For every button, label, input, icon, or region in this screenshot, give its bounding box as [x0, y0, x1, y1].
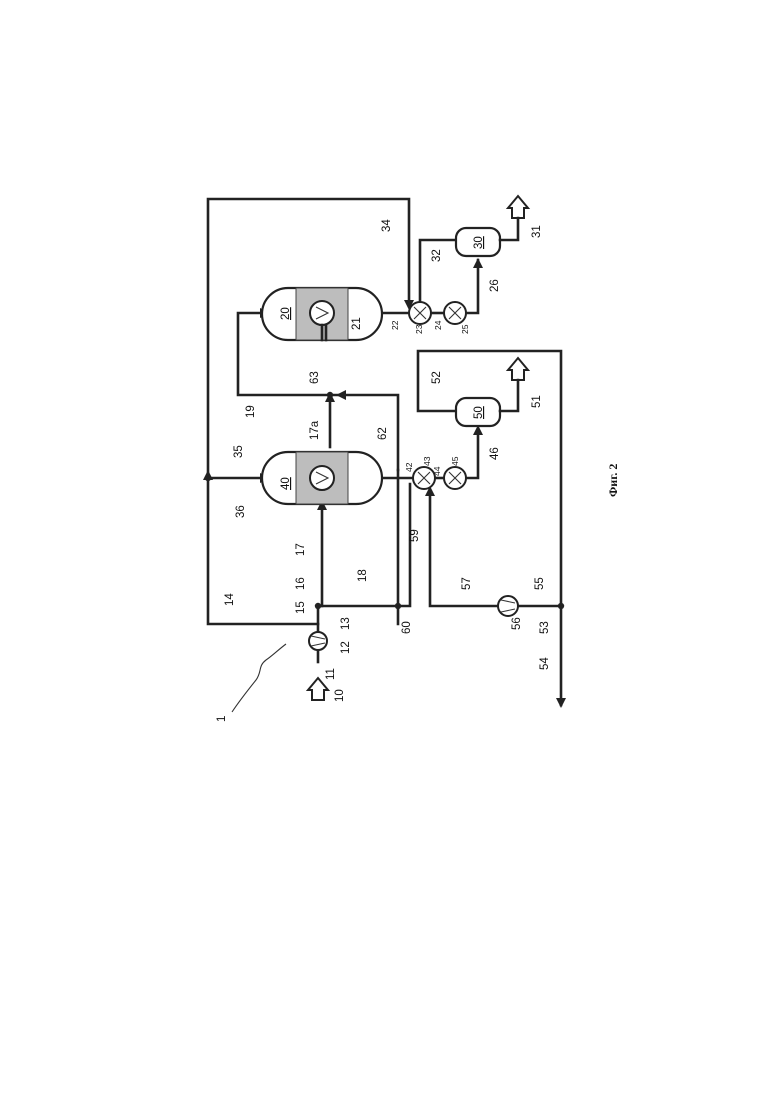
junction-15 — [315, 603, 321, 609]
line-14-34 — [208, 199, 409, 624]
line-51 — [500, 380, 518, 411]
label-31: 31 — [531, 225, 543, 238]
label-19: 19 — [245, 405, 257, 418]
separator-50-label: 50 — [473, 406, 485, 419]
label-45: 45 — [450, 456, 460, 466]
label-56: 56 — [511, 617, 523, 630]
product-outlet-arrow-31 — [508, 196, 528, 218]
label-24: 24 — [433, 320, 443, 330]
line-18 — [318, 606, 398, 624]
coil-icon — [310, 466, 334, 490]
feed-inlet-arrow-10 — [308, 678, 328, 700]
label-17: 17 — [295, 543, 307, 556]
label-52: 52 — [431, 371, 443, 384]
label-51: 51 — [531, 395, 543, 408]
reference-1-leader — [232, 644, 286, 712]
label-16: 16 — [295, 577, 307, 590]
label-44: 44 — [432, 466, 442, 476]
label-23: 23 — [414, 324, 424, 334]
label-57: 57 — [461, 577, 473, 590]
label-59: 59 — [409, 529, 421, 542]
product-outlet-arrow-51 — [508, 358, 528, 380]
junction-60 — [395, 603, 401, 609]
label-25: 25 — [460, 324, 470, 334]
heat-exchanger-25 — [444, 302, 466, 324]
system-ref-label: 1 — [216, 716, 228, 722]
label-32: 32 — [431, 249, 443, 262]
label-22: 22 — [390, 320, 400, 330]
figure-caption: Фиг. 2 — [606, 464, 620, 497]
junction-53 — [558, 603, 564, 609]
label-35: 35 — [233, 445, 245, 458]
label-17a: 17a — [309, 420, 321, 440]
line-46 — [466, 429, 478, 478]
label-10: 10 — [334, 689, 346, 702]
label-62: 62 — [377, 427, 389, 440]
separator-30-label: 30 — [473, 236, 485, 249]
reactor-40-label: 40 — [280, 477, 292, 490]
junction-63 — [327, 392, 333, 398]
label-63: 63 — [309, 371, 321, 384]
reactor-20-label: 20 — [280, 307, 292, 320]
arrow-26-up — [473, 258, 483, 268]
label-55: 55 — [534, 577, 546, 590]
label-15: 15 — [295, 601, 307, 614]
heat-exchanger-45 — [444, 467, 466, 489]
junction-35 — [205, 475, 211, 481]
label-53: 53 — [539, 621, 551, 634]
label-26: 26 — [489, 279, 501, 292]
label-46: 46 — [489, 447, 501, 460]
label-36: 36 — [235, 505, 247, 518]
label-54: 54 — [539, 657, 551, 670]
label-34: 34 — [381, 219, 393, 232]
coil-icon — [310, 301, 334, 325]
compressor-11 — [309, 632, 327, 650]
label-14: 14 — [224, 593, 236, 606]
label-42: 42 — [404, 462, 414, 472]
label-21: 21 — [351, 317, 363, 330]
label-60: 60 — [401, 621, 413, 634]
label-18: 18 — [357, 569, 369, 582]
junctions — [205, 392, 564, 609]
line-31 — [500, 218, 518, 240]
heat-exchanger-23 — [409, 302, 431, 324]
label-43: 43 — [422, 456, 432, 466]
line-17 — [318, 506, 322, 606]
flow-arrows — [203, 258, 566, 708]
arrow-63 — [336, 390, 346, 400]
compressor-56 — [498, 596, 518, 616]
label-13: 13 — [340, 617, 352, 630]
label-11: 11 — [325, 668, 337, 680]
label-12: 12 — [340, 641, 352, 654]
line-60-59 — [398, 484, 410, 606]
pipe-network — [208, 199, 561, 705]
arrow-54-down — [556, 698, 566, 708]
